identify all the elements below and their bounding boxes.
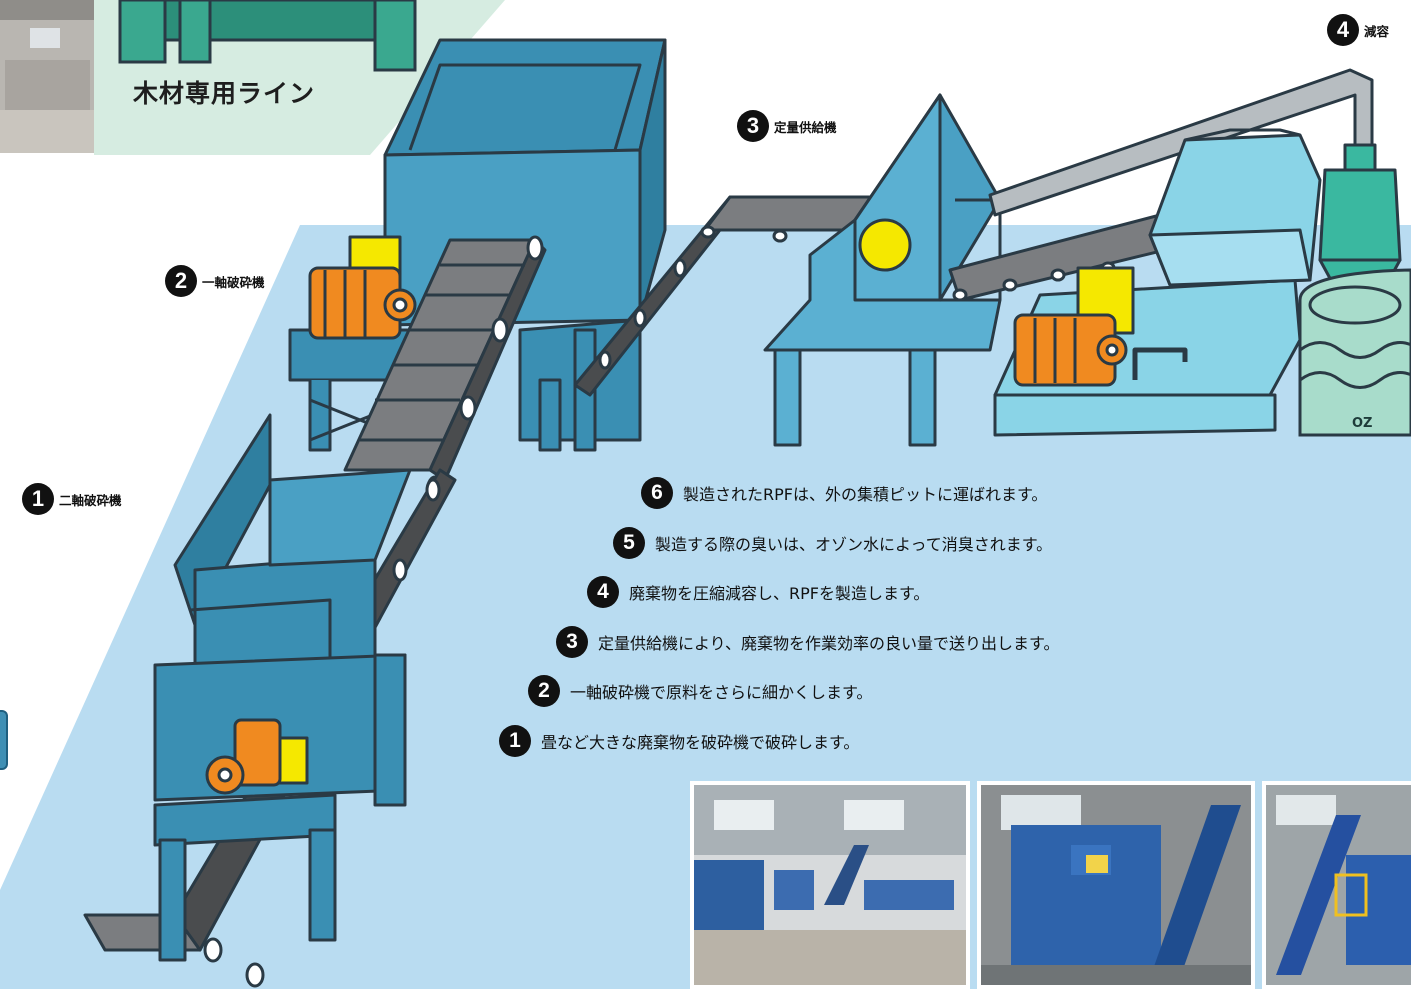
process-step-3: 3 定量供給機により、廃棄物を作業効率の良い量で送り出します。 [556, 626, 1059, 658]
quantitative-feeder [763, 93, 1002, 447]
step-badge: 3 [556, 626, 588, 658]
machine-name: 一軸破砕機 [202, 274, 265, 290]
process-step-4: 4 廃棄物を圧縮減容し、RPFを製造します。 [587, 576, 929, 608]
step-badge: 1 [499, 725, 531, 757]
step-text: 製造する際の臭いは、オゾン水によって消臭されます。 [655, 535, 1053, 554]
machine-name: 減容 [1364, 23, 1390, 39]
badge-4: 4 [1327, 14, 1359, 46]
machine-name: 二軸破砕機 [59, 492, 122, 508]
step-text: 一軸破砕機で原料をさらに細かくします。 [570, 683, 873, 702]
machine-label-4: 4 減容 [1327, 14, 1389, 46]
badge-2: 2 [165, 265, 197, 297]
step-text: 廃棄物を圧縮減容し、RPFを製造します。 [629, 584, 930, 603]
side-tab[interactable] [0, 710, 8, 770]
step-text: 定量供給機により、廃棄物を作業効率の良い量で送り出します。 [598, 634, 1060, 653]
factory-photo-1 [690, 781, 970, 989]
process-step-2: 2 一軸破砕機で原料をさらに細かくします。 [528, 675, 872, 707]
biaxial-shredder [153, 413, 412, 962]
wood-mill-icon [118, 0, 417, 72]
line-title: 木材専用ライン [133, 79, 316, 108]
step-badge: 4 [587, 576, 619, 608]
factory-photo-top [0, 0, 94, 153]
machine-label-2: 2 一軸破砕機 [165, 265, 265, 297]
badge-3: 3 [737, 110, 769, 142]
step-badge: 5 [613, 527, 645, 559]
ozone-tank [1298, 268, 1411, 437]
badge-1: 1 [22, 483, 54, 515]
tank-label: OZ [1352, 416, 1373, 431]
machine-label-1: 1 二軸破砕機 [22, 483, 122, 515]
process-step-6: 6 製造されたRPFは、外の集積ピットに運ばれます。 [641, 477, 1047, 509]
machine-label-3: 3 定量供給機 [737, 110, 837, 142]
compactor [993, 128, 1322, 437]
step-badge: 2 [528, 675, 560, 707]
step-text: 畳など大きな廃棄物を破砕機で破砕します。 [541, 733, 860, 752]
process-step-1: 1 畳など大きな廃棄物を破砕機で破砕します。 [499, 725, 859, 757]
machine-name: 定量供給機 [774, 119, 837, 135]
factory-photo-3 [1262, 781, 1411, 989]
process-step-5: 5 製造する際の臭いは、オゾン水によって消臭されます。 [613, 527, 1052, 559]
step-badge: 6 [641, 477, 673, 509]
step-text: 製造されたRPFは、外の集積ピットに運ばれます。 [683, 485, 1048, 504]
factory-photo-2 [977, 781, 1255, 989]
